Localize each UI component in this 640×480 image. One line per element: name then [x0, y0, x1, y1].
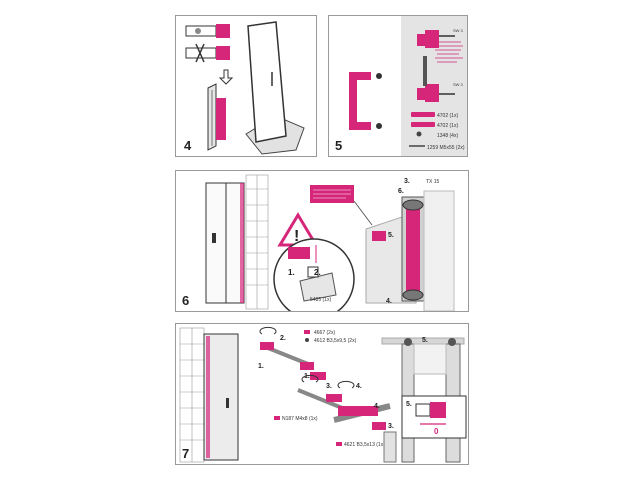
- down-arrow-icon: [218, 69, 234, 85]
- step-label: 3.: [388, 423, 394, 430]
- part-code: 4621 B3,5x13 (1x): [344, 442, 385, 448]
- glass-door-panel: [247, 21, 287, 143]
- detail-value: 0: [434, 427, 439, 436]
- step-label: 4.: [386, 298, 392, 305]
- step-6-illustration: ! 1. 2. 5485 (1x) 3. TX: [205, 174, 455, 311]
- handle-mount-top: [417, 30, 455, 48]
- tiled-wall: [245, 174, 269, 310]
- wall-profile: [207, 83, 226, 151]
- part-code: 1259 M5x55 (2x): [427, 145, 465, 151]
- shower-door: [205, 182, 245, 304]
- step-4-illustration: [185, 21, 305, 155]
- part-code: N187 M4x8 (1x): [282, 416, 318, 422]
- part-code: 4667 (2x): [314, 330, 335, 336]
- step-label: 2.: [280, 335, 286, 342]
- part-code: 4702 (1x): [437, 123, 458, 129]
- part-code: 4612 B3,5x9,5 (2x): [314, 338, 357, 344]
- tiled-wall: [179, 327, 205, 463]
- step-label: 1.: [288, 268, 295, 277]
- step-label: 4.: [356, 383, 362, 390]
- step-number: 5: [335, 138, 343, 153]
- step-label: 1.: [258, 363, 264, 370]
- rotate-arrow-icon: [259, 326, 355, 389]
- part-code: 5485 (1x): [310, 297, 331, 303]
- parts-legend: 4702 (1x) 4702 (1x) 1348 (4x) 1259 M5x55…: [409, 112, 465, 151]
- step-number: 4: [184, 138, 192, 153]
- detail-circle: 1. 2. 5485 (1x): [273, 238, 355, 311]
- step-4-panel: 4: [175, 15, 317, 157]
- hinge-bracket-detail-icon: [185, 24, 230, 63]
- step-label: 6.: [398, 188, 404, 195]
- step-number: 6: [182, 293, 190, 308]
- step-label: 1.: [304, 373, 310, 380]
- handle-mount-bottom: [417, 56, 455, 102]
- detail-box: 0: [401, 395, 467, 439]
- step-5-panel: SW 3 SW 3 4702 (1x) 4702 (1x) 1348 (4x) …: [328, 15, 468, 157]
- hinge-assembly: [365, 190, 455, 311]
- step-6-panel: ! 1. 2. 5485 (1x) 3. TX: [175, 170, 469, 312]
- parts-legend: 4667 (2x) 4612 B3,5x9,5 (2x) N187 M4x8 (…: [274, 330, 385, 448]
- step-7-panel: 2. 1. 1. 3. 4. 4. 3. 4667 (2x) 4612 B3,5…: [175, 323, 469, 465]
- part-code: 4702 (1x): [437, 113, 458, 119]
- shower-door: [203, 333, 239, 461]
- step-label: 5.: [406, 401, 412, 408]
- pink-warning-text: [435, 41, 463, 63]
- step-label: 3.: [404, 178, 410, 185]
- step-label: 4.: [374, 403, 380, 410]
- tool-label: TX 15: [426, 179, 440, 185]
- sw-label-bottom: SW 3: [453, 82, 464, 87]
- step-label: 3.: [326, 383, 332, 390]
- step-number: 7: [182, 446, 190, 461]
- step-label: 5.: [422, 337, 428, 344]
- bottom-profile: [383, 431, 397, 463]
- part-code: 1348 (4x): [437, 133, 458, 139]
- step-label: 2.: [314, 268, 321, 277]
- sw-label-top: SW 3: [453, 28, 464, 33]
- step-7-illustration: 2. 1. 1. 3. 4. 4. 3. 4667 (2x) 4612 B3,5…: [179, 326, 467, 463]
- stabilizer-bar: [260, 342, 391, 430]
- step-5-illustration: SW 3 SW 3 4702 (1x) 4702 (1x) 1348 (4x) …: [349, 16, 467, 156]
- svg-text:!: !: [294, 228, 299, 245]
- door-handle: [349, 72, 382, 130]
- step-label: 5.: [388, 232, 394, 239]
